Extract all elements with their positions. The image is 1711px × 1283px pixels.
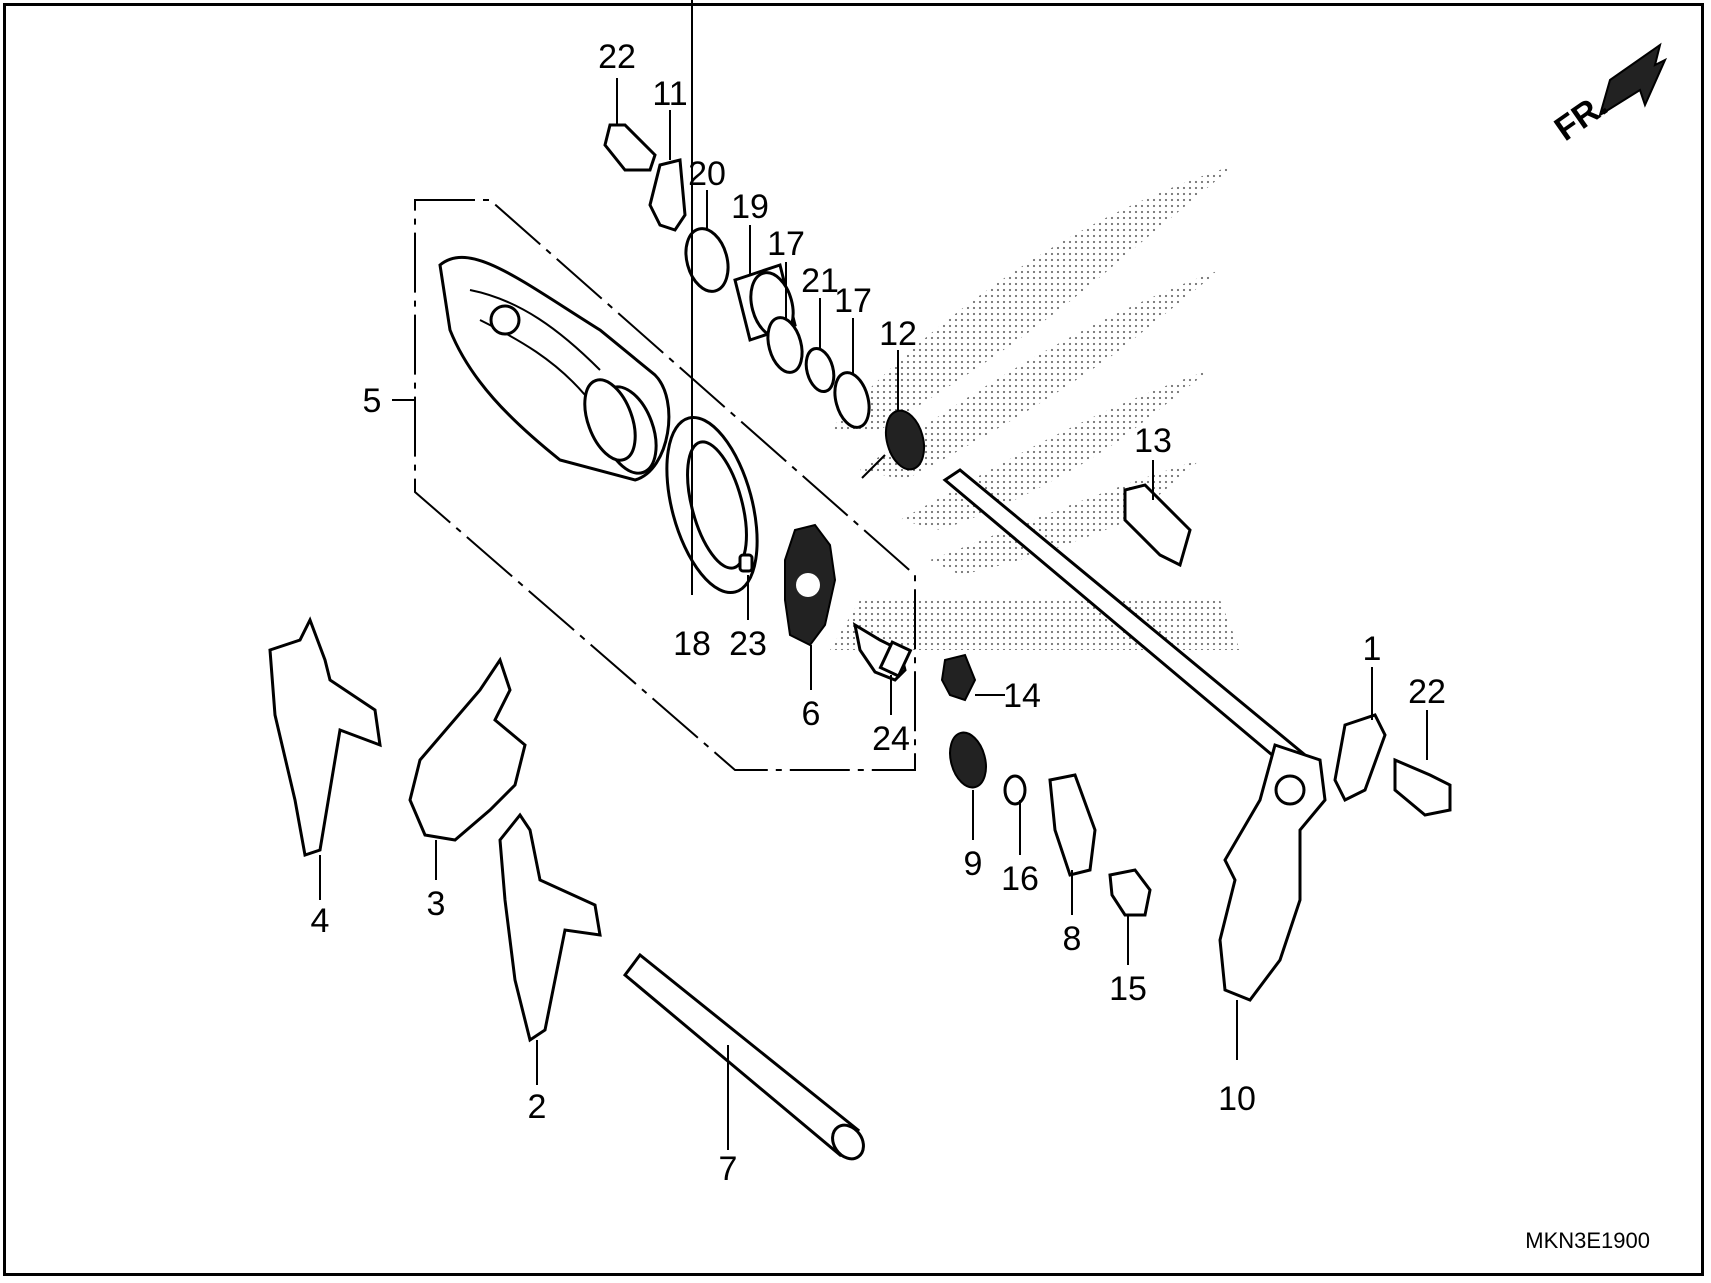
bolt-22-right	[1393, 757, 1452, 817]
callout-14: 14	[1003, 677, 1041, 715]
bolt-15	[1108, 868, 1152, 917]
callout-19: 19	[731, 188, 769, 226]
callout-16: 16	[1001, 860, 1039, 898]
callout-22-right: 22	[1408, 673, 1446, 711]
callout-7: 7	[719, 1150, 738, 1188]
callout-8: 8	[1063, 920, 1082, 958]
washer-17b	[833, 371, 871, 429]
spring-9	[949, 731, 987, 789]
plate-1	[1333, 713, 1387, 803]
callout-20: 20	[688, 155, 726, 193]
front-direction-label: FR.	[1548, 86, 1615, 149]
clip-21	[804, 346, 836, 394]
bolt-24	[852, 621, 913, 682]
callout-13: 13	[1134, 422, 1172, 460]
bolt-22-top	[603, 123, 657, 172]
shift-drum-center	[784, 523, 837, 647]
callout-1: 1	[1363, 630, 1382, 668]
callout-9: 9	[964, 845, 983, 883]
shift-drum	[438, 255, 671, 482]
callout-17-first: 17	[767, 225, 805, 263]
shift-fork-4	[268, 616, 382, 857]
pin	[738, 553, 754, 573]
gearshift-spindle	[942, 468, 1327, 1002]
callout-10: 10	[1218, 1080, 1256, 1118]
callout-23: 23	[729, 625, 767, 663]
bolt-14	[940, 653, 977, 702]
callout-17-second: 17	[834, 282, 872, 320]
shift-fork-3	[408, 656, 527, 842]
callout-24: 24	[872, 720, 910, 758]
diagram-code: MKN3E1900	[1525, 1228, 1650, 1253]
stopper-pin-13	[1123, 483, 1192, 568]
callout-6: 6	[802, 695, 821, 733]
wing-watermark	[830, 165, 1240, 650]
assembly-group-outline	[414, 199, 916, 771]
bearing	[665, 415, 759, 595]
callout-2: 2	[528, 1088, 547, 1126]
washer-17a	[766, 316, 804, 374]
callout-3: 3	[427, 885, 446, 923]
callout-21: 21	[801, 262, 839, 300]
spring-12	[861, 409, 926, 479]
callout-11: 11	[652, 75, 687, 113]
callout-18: 18	[673, 625, 711, 663]
stopper-arm-8	[1048, 773, 1097, 877]
front-direction-indicator: FR.	[1548, 42, 1668, 149]
callout-5: 5	[363, 382, 382, 420]
callout-15: 15	[1109, 970, 1147, 1008]
leader-lines	[319, 0, 1428, 1150]
seal-20	[684, 227, 730, 293]
callout-labels: 22 11 20 19 17 21 17 12 5 13 18 23 6 24 …	[311, 38, 1446, 1188]
washer-16	[1003, 774, 1027, 806]
bracket-11	[648, 158, 687, 232]
callout-4: 4	[311, 902, 330, 940]
callout-12: 12	[879, 315, 917, 353]
fork-shaft	[622, 952, 865, 1161]
shift-fork-2	[498, 812, 602, 1043]
callout-22-top: 22	[598, 38, 636, 76]
front-arrow-icon	[1598, 42, 1668, 118]
